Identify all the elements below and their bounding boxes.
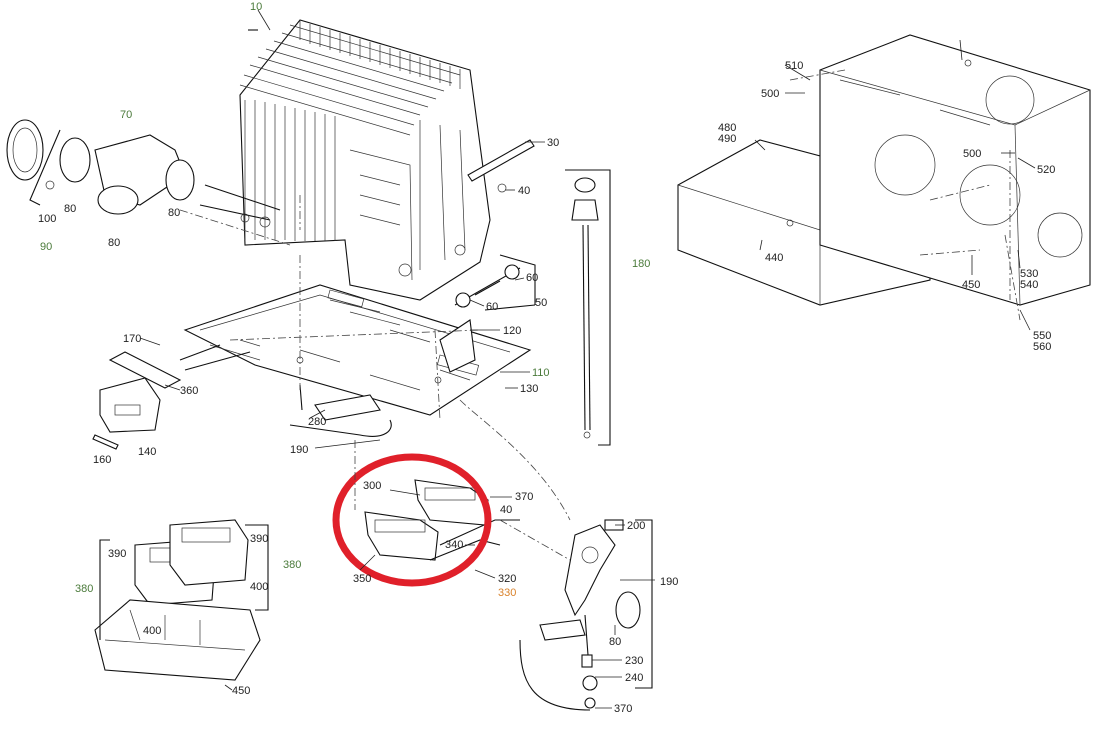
label-130: 130 xyxy=(520,383,538,395)
leader-lines xyxy=(139,9,1036,709)
label-190: 190 xyxy=(660,576,678,588)
bracket-280 xyxy=(314,394,381,421)
pin-160 xyxy=(92,434,119,450)
callout-labels: 10 30 40 60 50 60 120 110 130 70 80 80 8… xyxy=(38,1,1055,715)
label-230: 230 xyxy=(625,655,643,667)
label-200: 200 xyxy=(627,520,645,532)
ignition-rod-180 xyxy=(571,177,599,439)
label-40: 40 xyxy=(518,185,530,197)
label-340: 340 xyxy=(445,539,463,551)
label-390: 390 xyxy=(108,548,126,560)
bracket-120 xyxy=(439,319,476,373)
label-390: 390 xyxy=(250,533,268,545)
heat-exchanger xyxy=(239,19,491,301)
air-intake-70 xyxy=(6,119,271,228)
label-560: 560 xyxy=(1033,341,1051,353)
label-140: 140 xyxy=(138,446,156,458)
group-brackets xyxy=(29,29,653,689)
label-40: 40 xyxy=(500,504,512,516)
label-400: 400 xyxy=(250,581,268,593)
label-480: 480 xyxy=(718,122,736,134)
label-550: 550 xyxy=(1033,330,1051,342)
label-440: 440 xyxy=(765,252,783,264)
label-520: 520 xyxy=(1037,164,1055,176)
housing-140 xyxy=(99,377,161,433)
label-80: 80 xyxy=(64,203,76,215)
bolt-assembly-50 xyxy=(454,264,521,308)
highlight-circle xyxy=(332,453,492,587)
label-330: 330 xyxy=(498,587,516,599)
label-450: 450 xyxy=(962,279,980,291)
label-510: 510 xyxy=(785,60,803,72)
gas-valve xyxy=(519,519,641,711)
label-80: 80 xyxy=(609,636,621,648)
label-30: 30 xyxy=(547,137,559,149)
label-490: 490 xyxy=(718,133,736,145)
label-70: 70 xyxy=(120,109,132,121)
label-400: 400 xyxy=(143,625,161,637)
label-90: 90 xyxy=(40,241,52,253)
label-350: 350 xyxy=(353,573,371,585)
label-240: 240 xyxy=(625,672,643,684)
label-180: 180 xyxy=(632,258,650,270)
screw-40 xyxy=(497,183,507,193)
label-50: 50 xyxy=(535,297,547,309)
label-500: 500 xyxy=(963,148,981,160)
burner-assembly xyxy=(364,479,520,561)
label-10: 10 xyxy=(250,1,262,13)
label-320: 320 xyxy=(498,573,516,585)
label-120: 120 xyxy=(503,325,521,337)
assembly-lines xyxy=(179,69,1021,561)
label-190: 190 xyxy=(290,444,308,456)
label-380: 380 xyxy=(75,583,93,595)
label-530: 530 xyxy=(1020,268,1038,280)
label-300: 300 xyxy=(363,480,381,492)
label-370: 370 xyxy=(515,491,533,503)
label-80: 80 xyxy=(108,237,120,249)
burner-inset xyxy=(94,519,261,681)
thermocouple-190 xyxy=(289,419,392,437)
outer-box xyxy=(819,34,1091,306)
label-540: 540 xyxy=(1020,279,1038,291)
panel-170 xyxy=(108,351,182,389)
label-170: 170 xyxy=(123,333,141,345)
label-100: 100 xyxy=(38,213,56,225)
label-500: 500 xyxy=(761,88,779,100)
label-60: 60 xyxy=(526,272,538,284)
label-160: 160 xyxy=(93,454,111,466)
label-450: 450 xyxy=(232,685,250,697)
label-370: 370 xyxy=(614,703,632,715)
label-280: 280 xyxy=(308,416,326,428)
base-plate xyxy=(183,284,532,416)
label-110: 110 xyxy=(532,367,550,379)
bracket-30 xyxy=(467,139,535,182)
label-380: 380 xyxy=(283,559,301,571)
label-360: 360 xyxy=(180,385,198,397)
label-80: 80 xyxy=(168,207,180,219)
label-60: 60 xyxy=(486,301,498,313)
